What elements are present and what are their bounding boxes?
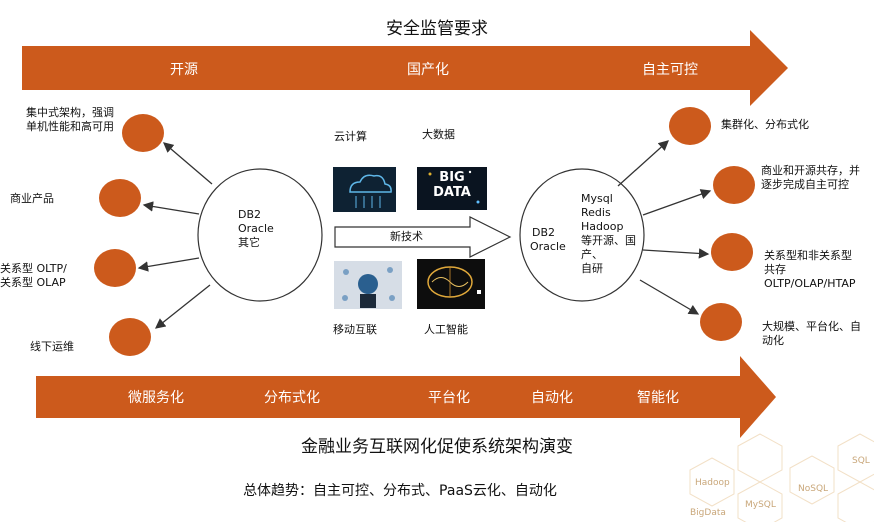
right-circle-opensource: 等开源、国 [581, 234, 636, 247]
top-label-localization: 国产化 [407, 62, 449, 78]
right-circle-selfdev: 自研 [581, 262, 603, 275]
right-circle-oracle: Oracle [530, 240, 566, 253]
ai-brain-image [417, 259, 485, 309]
left-label-offline-ops: 线下运维 [30, 340, 74, 353]
label-big-data: 大数据 [422, 128, 455, 141]
right-db-circle [519, 168, 645, 302]
watermark-word-nosql: NoSQL [798, 484, 829, 494]
watermark-hexagons [689, 433, 874, 522]
right-circle-db2: DB2 [532, 226, 556, 239]
bottom-label-automation: 自动化 [531, 390, 573, 406]
label-ai: 人工智能 [424, 323, 468, 336]
left-node-3 [94, 249, 136, 287]
left-circle-db2: DB2 [238, 208, 262, 221]
big-data-text-big: BIG [439, 170, 465, 185]
big-data-text-data: DATA [433, 185, 471, 200]
bottom-trend-arrow [36, 356, 776, 438]
bottom-label-microservice: 微服务化 [128, 390, 184, 406]
new-tech-label: 新技术 [390, 230, 423, 243]
right-circle-hadoop: Hadoop [581, 220, 624, 233]
footer-title: 金融业务互联网化促使系统架构演变 [301, 437, 573, 457]
top-label-self-control: 自主可控 [642, 62, 698, 78]
right-node-1 [669, 107, 711, 145]
label-cloud: 云计算 [334, 130, 367, 143]
top-label-open-source: 开源 [170, 62, 198, 78]
right-circle-domestic: 产、 [581, 248, 603, 261]
right-label-cluster: 集群化、分布式化 [721, 118, 809, 131]
right-circle-mysql: Mysql [581, 192, 613, 205]
mobile-internet-image [334, 261, 402, 309]
watermark-word-hadoop: Hadoop [695, 478, 730, 488]
left-label-commercial: 商业产品 [10, 192, 54, 205]
left-circle-oracle: Oracle [238, 222, 274, 235]
left-label-relational: 关系型 OLTP/关系型 OLAP [0, 262, 67, 289]
right-node-3 [711, 233, 753, 271]
left-db-circle [197, 168, 323, 302]
big-data-image [417, 167, 487, 210]
watermark-word-bigdata: BigData [690, 508, 726, 518]
left-node-1 [122, 114, 164, 152]
new-tech-arrow [334, 216, 512, 258]
right-label-largescale: 大规模、平台化、自动化 [762, 320, 861, 347]
left-circle-other: 其它 [238, 236, 260, 249]
bottom-label-platform: 平台化 [428, 390, 470, 406]
right-label-relational: 关系型和非关系型共存 OLTP/OLAP/HTAP [764, 249, 856, 290]
right-label-coexist: 商业和开源共存，并逐步完成自主可控 [761, 164, 860, 191]
right-node-2 [713, 166, 755, 204]
cloud-computing-image [333, 167, 396, 212]
bottom-label-distributed: 分布式化 [264, 390, 320, 406]
footer-subtitle: 总体趋势：自主可控、分布式、PaaS云化、自动化 [243, 483, 557, 499]
big-data-text: BIG DATA [417, 170, 487, 200]
watermark-word-sql: SQL [852, 456, 870, 466]
header-title: 安全监管要求 [386, 19, 488, 39]
left-node-4 [109, 318, 151, 356]
right-node-4 [700, 303, 742, 341]
label-mobile: 移动互联 [333, 323, 377, 336]
bottom-label-intelligent: 智能化 [637, 390, 679, 406]
watermark-word-mysql: MySQL [745, 500, 776, 510]
left-label-centralized: 集中式架构，强调单机性能和高可用 [26, 106, 114, 133]
right-circle-redis: Redis [581, 206, 611, 219]
left-node-2 [99, 179, 141, 217]
top-trend-arrow [22, 30, 788, 106]
